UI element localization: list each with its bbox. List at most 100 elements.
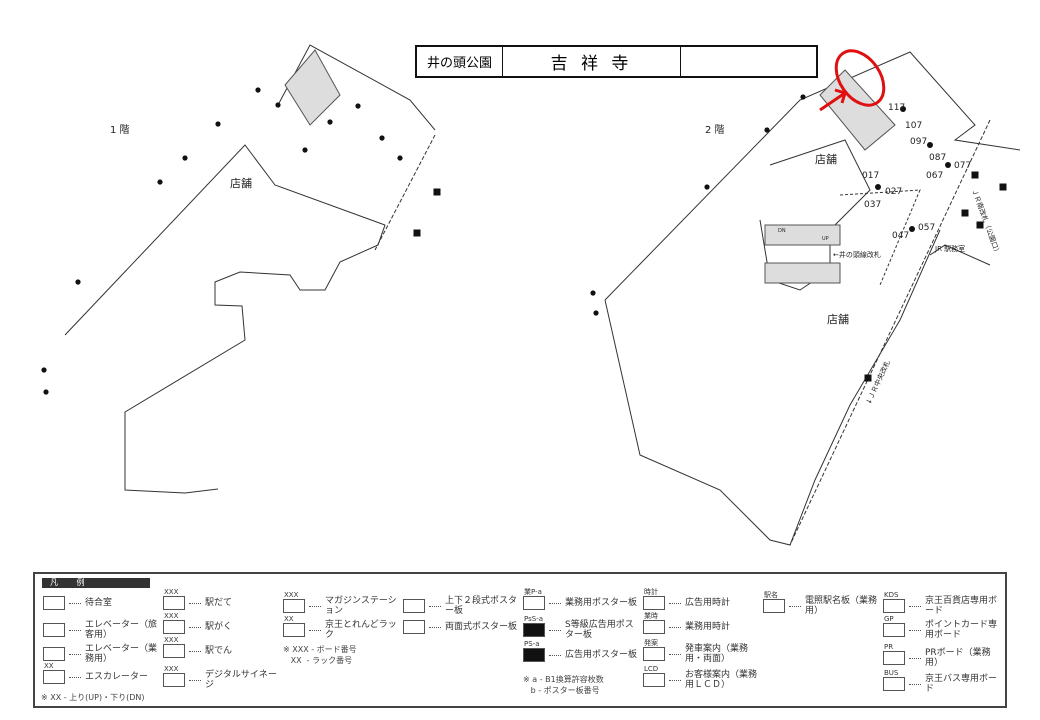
gate-pillar (971, 171, 979, 179)
board-number: 077 (954, 161, 971, 171)
board-number: 107 (905, 121, 922, 131)
legend-label: 駅がく (205, 622, 233, 632)
legend-label: 京王百貨店専用ボード (925, 596, 998, 616)
legend-code: XXX (284, 591, 299, 599)
legend-leader (429, 605, 441, 607)
pillar-dot (75, 279, 81, 285)
pillar-dot (327, 119, 333, 125)
gate-pillar (864, 374, 872, 382)
jr-south-gate-label: ＪＲ南改札（公園口） (970, 188, 1002, 257)
up-label: UP (822, 236, 829, 242)
legend-label: 業務用時計 (685, 622, 731, 632)
legend-leader (69, 602, 81, 604)
note-board: ※ XXX - ボード番号 XX - ラック番号 (283, 645, 357, 665)
legend-label: マガジンステーション (325, 596, 397, 616)
legend-symbol-icon: XX (43, 662, 65, 684)
legend-item: 待合室 (43, 596, 161, 610)
legend-symbol-icon: 業P-a (523, 588, 545, 610)
legend-leader (69, 676, 81, 678)
floor2-shop-label-2: 店舗 (827, 312, 849, 326)
legend-code: XXX (164, 665, 179, 673)
legend-code: GP (884, 615, 894, 623)
floor2-boundary (789, 119, 991, 546)
legend-label: 広告用時計 (685, 598, 731, 608)
legend-symbol-icon: XXX (163, 588, 185, 610)
floor-plan: 1 階 店舗 2 階 店舗 店舗 ←井の頭線改札 JR 駅務室 ＪＲ南改札（公園… (41, 44, 1021, 546)
pillar-dot (302, 147, 308, 153)
legend-code: 発案 (644, 639, 658, 647)
pillar-dot (355, 103, 361, 109)
board-number: 047 (892, 231, 909, 241)
legend-leader (309, 605, 321, 607)
gate-pillar (961, 209, 969, 217)
floor1-label: 1 階 (110, 124, 130, 136)
pillar-dot (800, 94, 806, 100)
legend-code: XX (44, 662, 54, 670)
legend-code: PsS-a (524, 615, 544, 623)
legend-leader (189, 679, 201, 681)
legend-symbol-icon (403, 620, 425, 634)
legend-label: 電照駅名板（業務用） (805, 596, 878, 616)
floor2-shop-label: 店舗 (815, 152, 837, 166)
legend-leader (549, 629, 561, 631)
legend-leader (669, 653, 681, 655)
note-poster: ※ a - B1換算許容枚数 b - ポスター板番号 (523, 675, 604, 695)
floor1-escalator (284, 49, 341, 126)
legend-code: LCD (644, 665, 659, 673)
legend-label: 両面式ポスター板 (445, 622, 518, 632)
legend-item: XXX 駅がく (163, 612, 281, 634)
legend-symbol-icon: BUS (883, 669, 905, 691)
legend-label: エレベーター（旅客用） (85, 620, 158, 640)
pillar-dot (182, 155, 188, 161)
station-title: 井の頭公園 吉 祥 寺 (415, 45, 818, 78)
legend-symbol-icon: LCD (643, 665, 665, 687)
board-pillar (909, 226, 915, 232)
legend-code: PR (884, 643, 894, 651)
legend-leader (69, 629, 81, 631)
legend-symbol-icon: XXX (163, 612, 185, 634)
legend-label: お客様案内（業務用ＬＣＤ） (685, 670, 758, 690)
legend-label: デジタルサイネージ (205, 670, 277, 690)
legend-leader (429, 626, 441, 628)
legend-symbol-icon (403, 599, 425, 613)
legend-leader (189, 650, 201, 652)
floor1-outline (64, 144, 386, 494)
legend-code: 駅名 (764, 591, 778, 599)
title-prev-station: 井の頭公園 (417, 47, 503, 76)
legend-code: 業P-a (524, 588, 542, 596)
legend-label: エスカレーター (85, 672, 149, 682)
legend-label: 京王バス専用ボード (925, 674, 998, 694)
legend-label: 待合室 (85, 598, 113, 608)
board-pillar (875, 184, 881, 190)
legend-symbol-icon: 駅名 (763, 591, 785, 613)
legend-leader (909, 605, 921, 607)
gate-pillar (433, 188, 441, 196)
legend-symbol-icon: PR (883, 643, 905, 665)
legend-code: PS-a (524, 640, 540, 648)
board-number: 037 (864, 200, 881, 210)
legend-label: 京王とれんどラック (325, 620, 397, 640)
board-number: 087 (929, 153, 946, 163)
legend-symbol-icon: KDS (883, 591, 905, 613)
board-number: 067 (926, 171, 943, 181)
legend-item: 業時業務用時計 (643, 612, 761, 634)
note-escalator: ※ XX - 上り(UP)・下り(DN) (41, 693, 145, 702)
legend-code: XXX (164, 636, 179, 644)
legend-heading: 凡 例 (42, 578, 150, 588)
jr-office-outline (929, 244, 991, 266)
gate-pillar (413, 229, 421, 237)
legend-leader (549, 654, 561, 656)
floor2-highlight (819, 49, 886, 112)
title-station: 吉 祥 寺 (503, 47, 681, 76)
floor1-boundary (374, 134, 436, 251)
legend-leader (669, 679, 681, 681)
legend-item: 時計広告用時計 (643, 588, 761, 610)
legend-code: XXX (164, 612, 179, 620)
legend-item: 駅名電照駅名板（業務用） (763, 591, 881, 616)
legend-label: 業務用ポスター板 (565, 598, 638, 608)
